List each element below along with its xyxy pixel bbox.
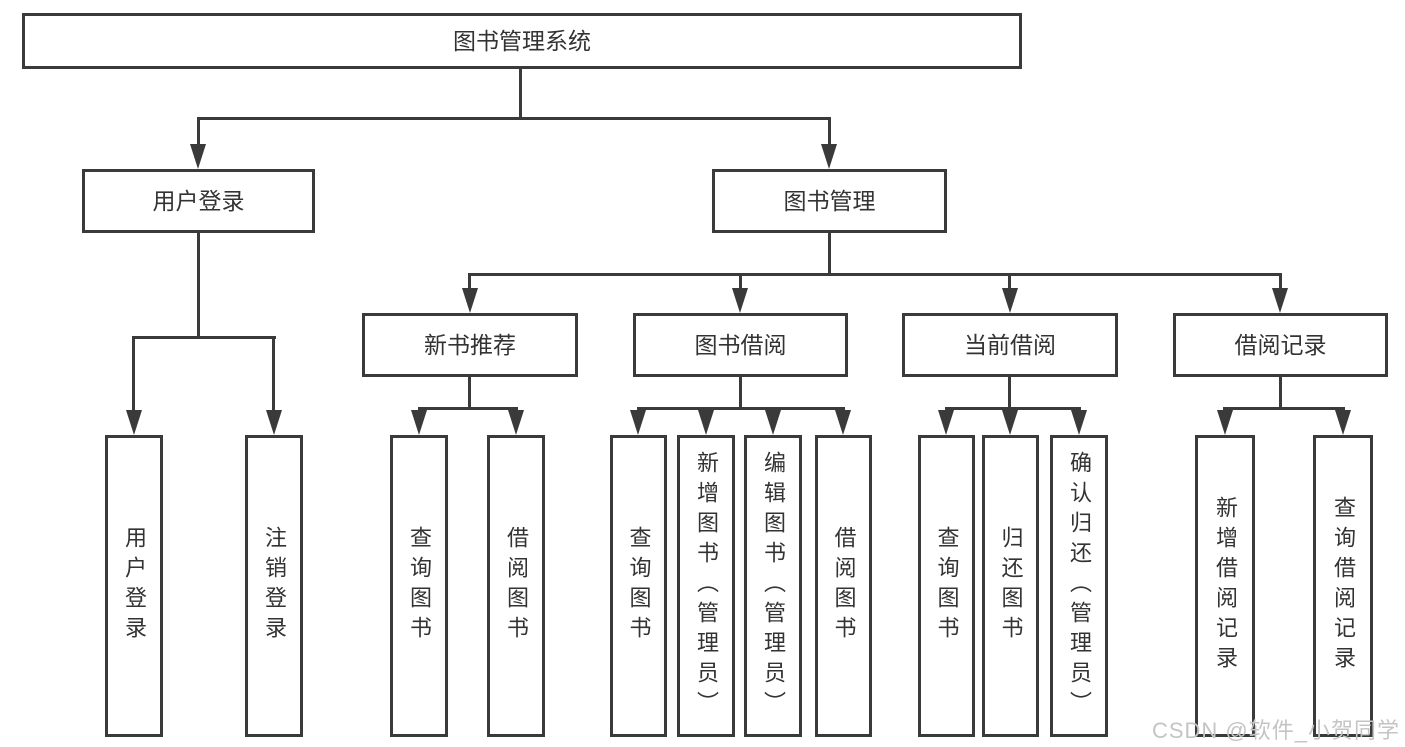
arrowhead-icon	[630, 410, 646, 435]
connector-line	[272, 336, 275, 412]
connector-line	[739, 377, 742, 409]
leaf-nbr-query-books: 查询图书	[390, 435, 448, 737]
node-book-management: 图书管理	[712, 169, 947, 233]
arrowhead-icon	[835, 410, 851, 435]
arrowhead-icon	[190, 144, 206, 169]
leaf-bb-borrow-books: 借阅图书	[815, 435, 872, 737]
connector-line	[1008, 377, 1011, 409]
node-borrowing-records: 借阅记录	[1173, 313, 1388, 377]
node-new-book-recommendation: 新书推荐	[362, 313, 578, 377]
arrowhead-icon	[732, 288, 748, 313]
connector-line	[828, 117, 831, 146]
node-current-borrowing: 当前借阅	[902, 313, 1118, 377]
arrowhead-icon	[1002, 288, 1018, 313]
arrowhead-icon	[508, 410, 524, 435]
connector-line	[468, 273, 1282, 276]
connector-line	[1279, 273, 1282, 290]
arrowhead-icon	[1335, 410, 1351, 435]
arrowhead-icon	[266, 410, 282, 435]
arrowhead-icon	[821, 144, 837, 169]
arrowhead-icon	[765, 410, 781, 435]
leaf-br-add-record: 新增借阅记录	[1195, 435, 1255, 737]
leaf-bb-query-books: 查询图书	[610, 435, 667, 737]
connector-line	[1223, 407, 1345, 410]
connector-line	[418, 407, 518, 410]
connector-line	[468, 273, 471, 290]
leaf-bb-edit-books-admin: 编辑图书（管理员）	[744, 435, 802, 737]
leaf-cb-confirm-return-admin: 确认归还（管理员）	[1050, 435, 1108, 737]
arrowhead-icon	[411, 410, 427, 435]
arrowhead-icon	[1071, 410, 1087, 435]
leaf-logout: 注销登录	[245, 435, 303, 737]
leaf-user-login: 用户登录	[105, 435, 163, 737]
connector-line	[197, 117, 200, 146]
leaf-bb-add-books-admin: 新增图书（管理员）	[677, 435, 735, 737]
node-user-login: 用户登录	[82, 169, 315, 233]
connector-line	[519, 69, 522, 120]
leaf-cb-query-books: 查询图书	[918, 435, 975, 737]
arrowhead-icon	[462, 288, 478, 313]
arrowhead-icon	[1272, 288, 1288, 313]
connector-line	[132, 336, 276, 339]
connector-line	[1279, 377, 1282, 409]
arrowhead-icon	[698, 410, 714, 435]
connector-line	[739, 273, 742, 290]
connector-line	[197, 117, 831, 120]
leaf-br-query-record: 查询借阅记录	[1313, 435, 1373, 737]
connector-line	[132, 336, 135, 412]
leaf-nbr-borrow-books: 借阅图书	[487, 435, 545, 737]
arrowhead-icon	[938, 410, 954, 435]
connector-line	[197, 233, 200, 336]
leaf-cb-return-books: 归还图书	[982, 435, 1039, 737]
connector-line	[468, 377, 471, 409]
connector-line	[637, 407, 845, 410]
connector-line	[1008, 273, 1011, 290]
node-book-borrowing: 图书借阅	[633, 313, 848, 377]
node-library-management-system: 图书管理系统	[22, 13, 1022, 69]
arrowhead-icon	[126, 410, 142, 435]
arrowhead-icon	[1002, 410, 1018, 435]
arrowhead-icon	[1217, 410, 1233, 435]
connector-line	[945, 407, 1081, 410]
watermark: CSDN @软件_小贺同学	[1151, 718, 1400, 743]
connector-line	[828, 233, 831, 276]
